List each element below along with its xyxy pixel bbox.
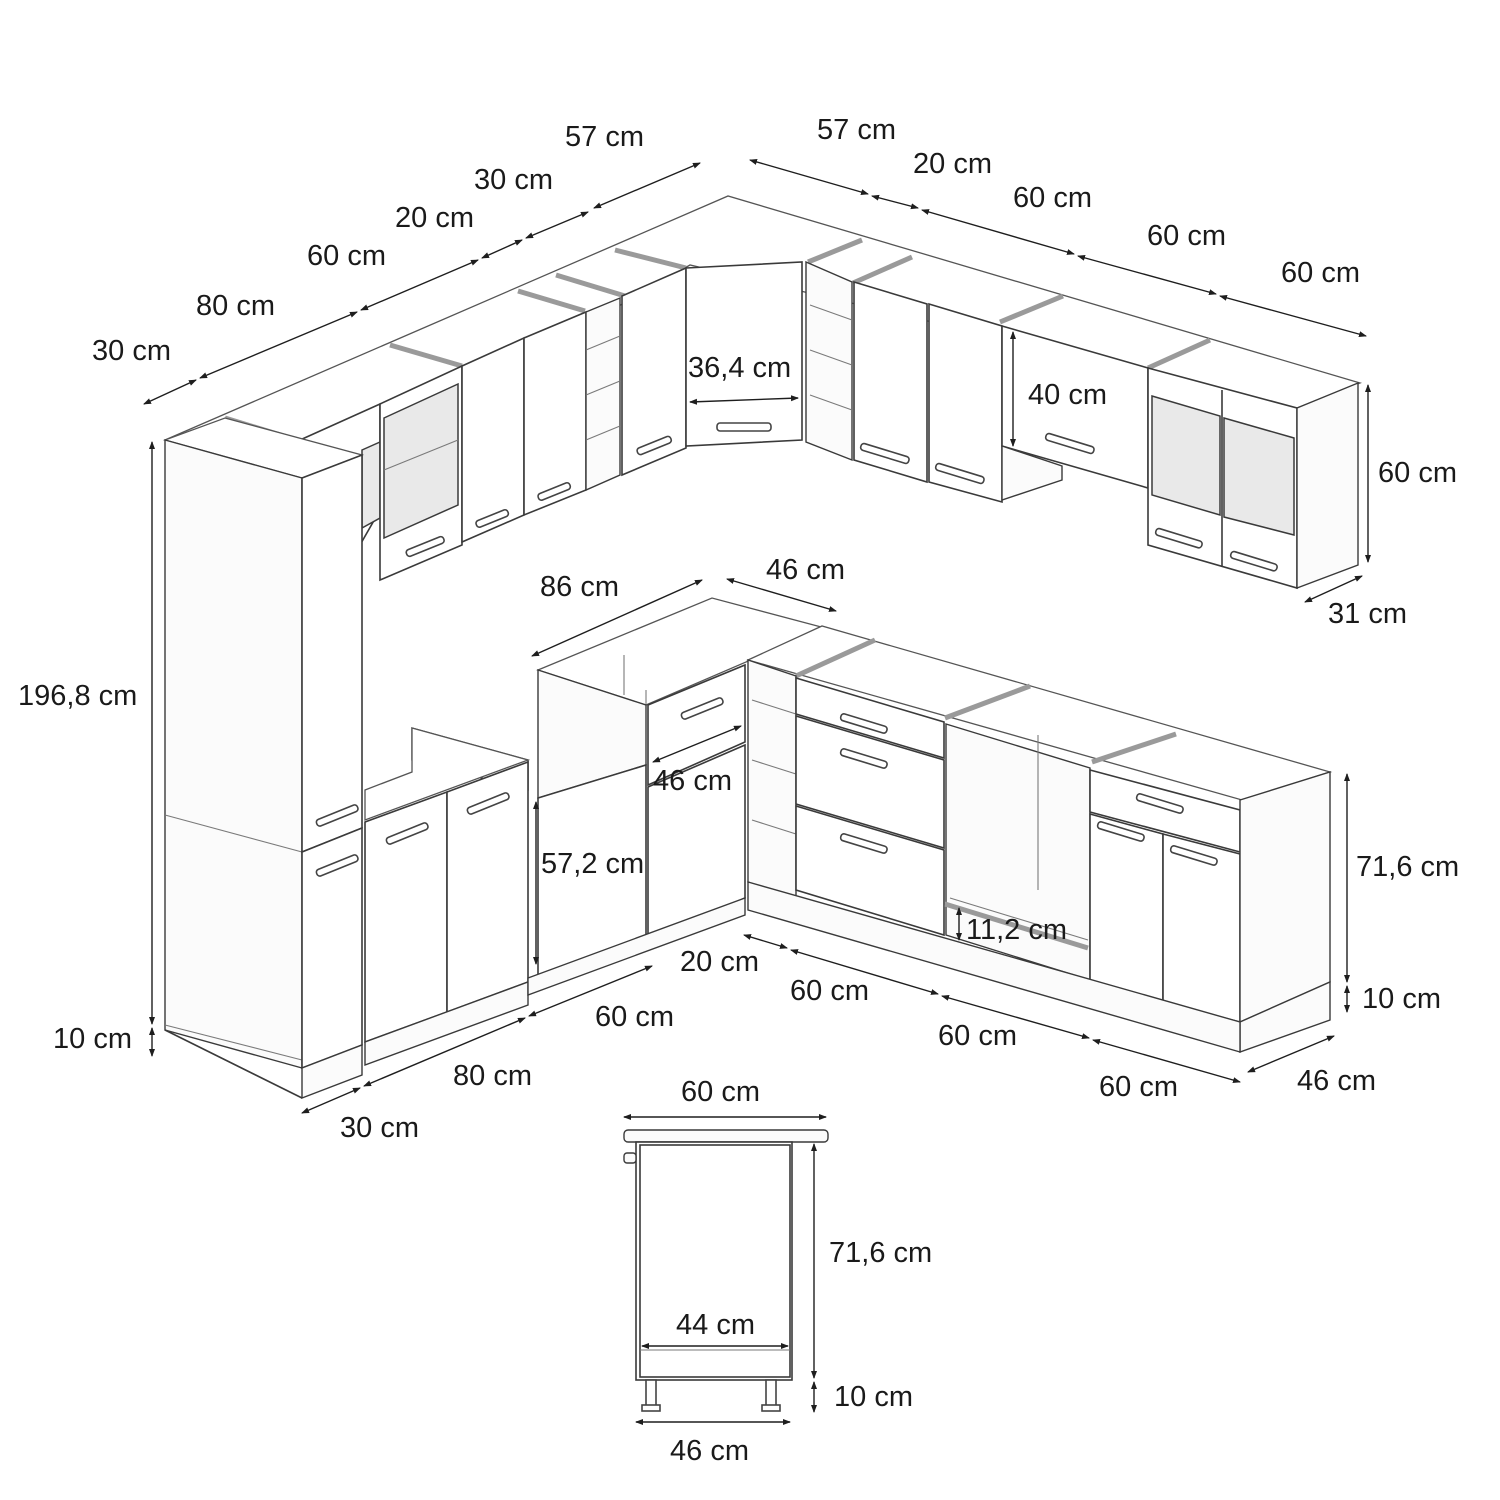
- wall-right-width-5-label: 60 cm: [1281, 257, 1360, 289]
- tall-unit: [162, 417, 365, 1100]
- base-left-width-2-label: 80 cm: [453, 1060, 532, 1092]
- wall-right-width-4-label: 60 cm: [1147, 220, 1226, 252]
- wall-left-width-6-label: 57 cm: [565, 121, 644, 153]
- base-corner-width-label: 86 cm: [540, 571, 619, 603]
- detail-carcass-height-label: 71,6 cm: [829, 1237, 933, 1269]
- tall-unit-plinth-label: 10 cm: [53, 1023, 132, 1055]
- wall-right-width-3-label: 60 cm: [1013, 182, 1092, 214]
- base-left-width-1-label: 30 cm: [340, 1112, 419, 1144]
- base-corner-door-height-label: 57,2 cm: [541, 848, 645, 880]
- detail-leg-height-label: 10 cm: [834, 1381, 913, 1413]
- oven-gap-label: 11,2 cm: [966, 914, 1068, 946]
- wall-right-width-1-label: 57 cm: [817, 114, 896, 146]
- wall-right-width-2-label: 20 cm: [913, 148, 992, 180]
- base-corner-depth-label: 46 cm: [766, 554, 845, 586]
- base-left-width-3-label: 60 cm: [595, 1001, 674, 1033]
- detail-carcass-depth-label: 46 cm: [670, 1435, 749, 1467]
- tall-unit-height-label: 196,8 cm: [18, 680, 138, 712]
- base-right-width-2-label: 60 cm: [790, 975, 869, 1007]
- base-corner-door-width-label: 46 cm: [653, 765, 732, 797]
- base-depth-label: 46 cm: [1297, 1065, 1376, 1097]
- base-right-width-3-label: 60 cm: [938, 1020, 1017, 1052]
- base-units-left-run: [364, 727, 531, 1067]
- base-units-right-run: [746, 625, 1333, 1053]
- wall-left-width-3-label: 60 cm: [307, 240, 386, 272]
- base-right-width-4-label: 60 cm: [1099, 1071, 1178, 1103]
- wall-left-width-1-label: 30 cm: [92, 335, 171, 367]
- wall-left-width-5-label: 30 cm: [474, 164, 553, 196]
- detail-worktop-width-label: 60 cm: [681, 1076, 760, 1108]
- hood-unit-height-label: 40 cm: [1028, 379, 1107, 411]
- corner-wall-door-width-label: 36,4 cm: [688, 352, 792, 384]
- dimension-lines: [143, 159, 1371, 1425]
- wall-height-label: 60 cm: [1378, 457, 1457, 489]
- detail-inner-depth-label: 44 cm: [676, 1309, 755, 1341]
- wall-left-width-4-label: 20 cm: [395, 202, 474, 234]
- side-detail-unit: [623, 1129, 829, 1412]
- base-right-width-1-label: 20 cm: [680, 946, 759, 978]
- wall-units-right-run: [805, 260, 1359, 590]
- wall-left-width-2-label: 80 cm: [196, 290, 275, 322]
- base-plinth-label: 10 cm: [1362, 983, 1441, 1015]
- base-height-label: 71,6 cm: [1356, 851, 1460, 883]
- wall-depth-label: 31 cm: [1328, 598, 1407, 630]
